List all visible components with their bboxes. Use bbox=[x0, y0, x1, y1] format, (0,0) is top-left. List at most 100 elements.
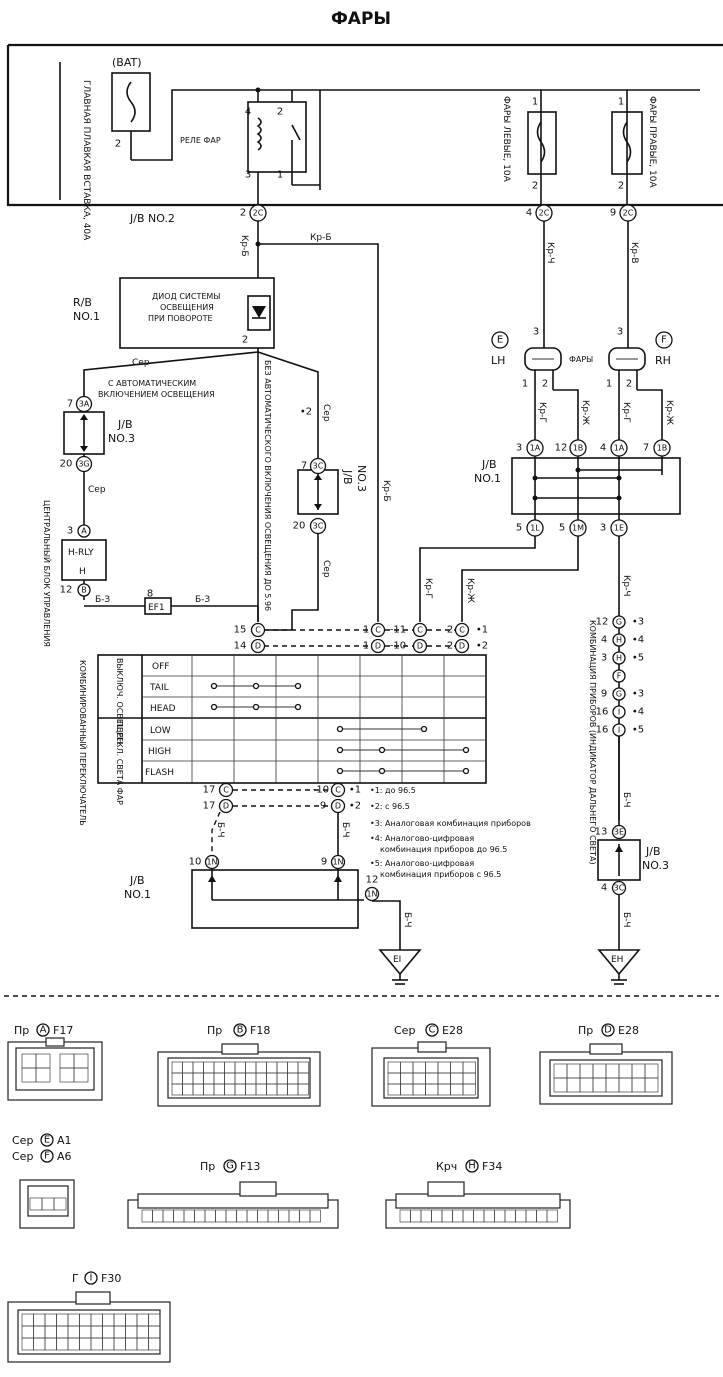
connector-i-cells bbox=[21, 1313, 161, 1351]
connector-d-cells bbox=[553, 1063, 659, 1093]
cpu-block bbox=[61, 524, 258, 615]
connector-g-cells bbox=[141, 1209, 321, 1223]
ground-eh-label: EH bbox=[611, 955, 623, 965]
jb3c-label: J/B bbox=[645, 845, 661, 858]
connector-b-cells bbox=[171, 1061, 309, 1096]
pin-r3: 3 bbox=[245, 170, 251, 181]
jb2-block bbox=[6, 43, 723, 207]
pin-gH: H bbox=[616, 636, 622, 645]
pin-lC2: C bbox=[335, 786, 341, 795]
wire-krb-1: Кр-Б bbox=[239, 235, 249, 257]
pin-lD2: D bbox=[335, 802, 341, 811]
pin-g9: 9 bbox=[601, 689, 607, 700]
pin-s15: 15 bbox=[234, 625, 247, 636]
pin-dC3: C bbox=[459, 626, 465, 635]
pin-eD: D bbox=[375, 642, 381, 651]
pin-a12: 12 bbox=[555, 443, 568, 454]
diode-text-2: ОСВЕЩЕНИЯ bbox=[160, 303, 214, 312]
pin-fl-4: 4 bbox=[526, 208, 532, 219]
conn-c-circle bbox=[425, 1023, 439, 1037]
pin-j1n2: 1N bbox=[332, 858, 343, 867]
pin-f1: 1 bbox=[532, 97, 538, 108]
conn-c-color: Сер bbox=[394, 1024, 415, 1037]
jb3-no: NO.3 bbox=[108, 432, 135, 445]
auto-text-2: ВКЛЮЧЕНИЕМ ОСВЕЩЕНИЯ bbox=[98, 390, 215, 399]
tag-e: E bbox=[497, 335, 503, 346]
pin-eD2: D bbox=[417, 642, 423, 651]
pin-a4: 4 bbox=[600, 443, 606, 454]
wire-ser-4: Сер bbox=[321, 560, 331, 578]
tag-f: F bbox=[661, 335, 667, 346]
pin-j9: 9 bbox=[321, 857, 327, 868]
wire-krzh-1: Кр-Ж bbox=[580, 400, 590, 425]
pin-g16b: 16 bbox=[596, 725, 609, 736]
pin-en2: •2 bbox=[476, 641, 488, 652]
pin-a1b2: 1B bbox=[657, 444, 668, 453]
pin-jb2-2c: 2C bbox=[253, 209, 264, 218]
conn-i-code: F30 bbox=[101, 1272, 121, 1285]
pin-gI2: I bbox=[618, 726, 620, 735]
pin-fr2: 2 bbox=[618, 181, 624, 192]
pin-gn4b: •4 bbox=[632, 707, 644, 718]
pin-ln1: •1 bbox=[349, 785, 361, 796]
jb1-block bbox=[511, 439, 681, 537]
gauge-label: КОМБИНАЦИЯ ПРИБОРОВ (ИНДИКАТОР ДАЛЬНЕГО … bbox=[588, 620, 597, 865]
auto-text-1: С АВТОМАТИЧЕСКИМ bbox=[108, 379, 196, 388]
jb2-pins bbox=[249, 204, 637, 222]
pin-j10: 10 bbox=[189, 857, 202, 868]
rb-label: R/B bbox=[73, 296, 92, 309]
conn-h-circle bbox=[465, 1159, 479, 1173]
conn-a-letter: A bbox=[40, 1025, 47, 1036]
pin-d11: -11 bbox=[390, 625, 406, 636]
headlight-relay bbox=[240, 87, 321, 205]
connector-cell bbox=[546, 1209, 558, 1223]
pin-b1l: 1L bbox=[530, 524, 540, 533]
conn-d-circle bbox=[601, 1023, 615, 1037]
pin-l17b: 17 bbox=[203, 801, 216, 812]
pin-gF: F bbox=[617, 672, 622, 681]
wire-krzh-3: Кр-Ж bbox=[465, 578, 475, 603]
pin-p8: 8 bbox=[147, 589, 153, 600]
pin-pA: A bbox=[81, 527, 87, 536]
bat-label: (BAT) bbox=[112, 56, 142, 69]
jb1-lower bbox=[191, 854, 401, 950]
conn-f-letter: F bbox=[44, 1151, 50, 1162]
main-fusible-link bbox=[111, 72, 240, 161]
wire-bch-2: Б-Ч bbox=[340, 822, 350, 838]
pin-fl-2c: 2C bbox=[539, 209, 550, 218]
main-fuse-label: ГЛАВНАЯ ПЛАВКАЯ ВСТАВКА, 40А bbox=[81, 80, 91, 241]
conn-a-color: Пр bbox=[14, 1024, 29, 1037]
wire-ser-2: Сер bbox=[88, 485, 106, 495]
pin-dn1: •1 bbox=[476, 625, 488, 636]
pin-rb2: 2 bbox=[242, 335, 248, 346]
pin-p7: 7 bbox=[67, 399, 73, 410]
pin-ln2: •2 bbox=[349, 801, 361, 812]
switch-top-conn bbox=[250, 606, 470, 654]
connector-cell bbox=[462, 1083, 476, 1096]
switch-row-tail: TAIL bbox=[149, 683, 169, 693]
pin-gH2: H bbox=[616, 654, 622, 663]
headlights-label: ФАРЫ bbox=[569, 355, 593, 364]
pin-g3: 3 bbox=[601, 653, 607, 664]
wire-bch-3: Б-Ч bbox=[402, 912, 412, 928]
wire-bz-2: Б-З bbox=[195, 595, 210, 605]
conn-a-code: F17 bbox=[53, 1024, 73, 1037]
hrly-label: H-RLY bbox=[68, 548, 94, 558]
combo-switch bbox=[97, 654, 487, 784]
jb3b-no: NO.3 bbox=[355, 465, 368, 492]
conn-c-letter: C bbox=[429, 1025, 436, 1036]
conn-e-code: A1 bbox=[57, 1134, 72, 1147]
pin-a3: 3 bbox=[516, 443, 522, 454]
conn-e-color: Сер bbox=[12, 1134, 33, 1147]
pin-gn5: •5 bbox=[632, 653, 644, 664]
diode-block bbox=[119, 277, 275, 622]
connector-cell bbox=[297, 1083, 309, 1096]
pin-f2b: 2 bbox=[626, 379, 632, 390]
pin-d2: 2 bbox=[447, 625, 453, 636]
connector-c-cells bbox=[387, 1061, 476, 1096]
wire-krzh-2: Кр-Ж bbox=[664, 400, 674, 425]
main-wires bbox=[255, 221, 629, 622]
pin-f1b: 1 bbox=[606, 379, 612, 390]
connector-ef bbox=[19, 1179, 75, 1229]
